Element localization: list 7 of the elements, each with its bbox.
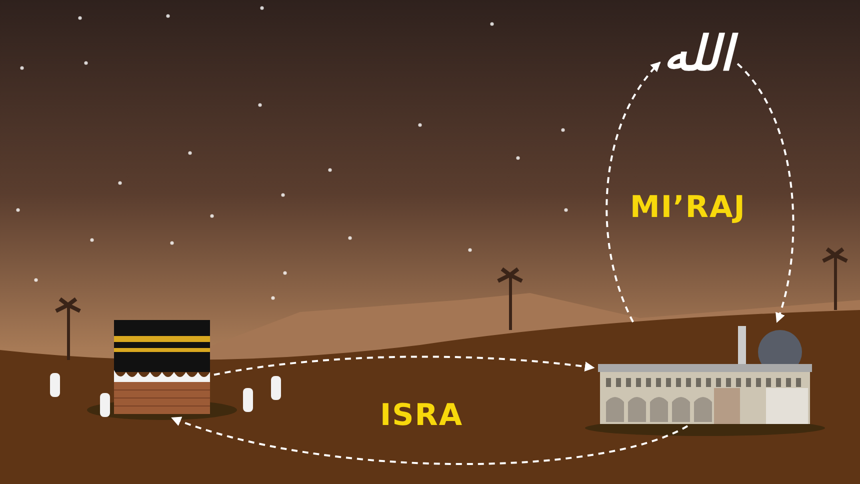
dashed-arrow [214,356,595,376]
arabic-calligraphy: الله [660,28,736,81]
dashed-arrow [171,416,688,465]
journey-label: MI’RAJ [630,190,746,225]
journey-label: ISRA [380,398,464,433]
dashed-arrow [736,63,794,323]
dashed-arrow [606,62,661,322]
